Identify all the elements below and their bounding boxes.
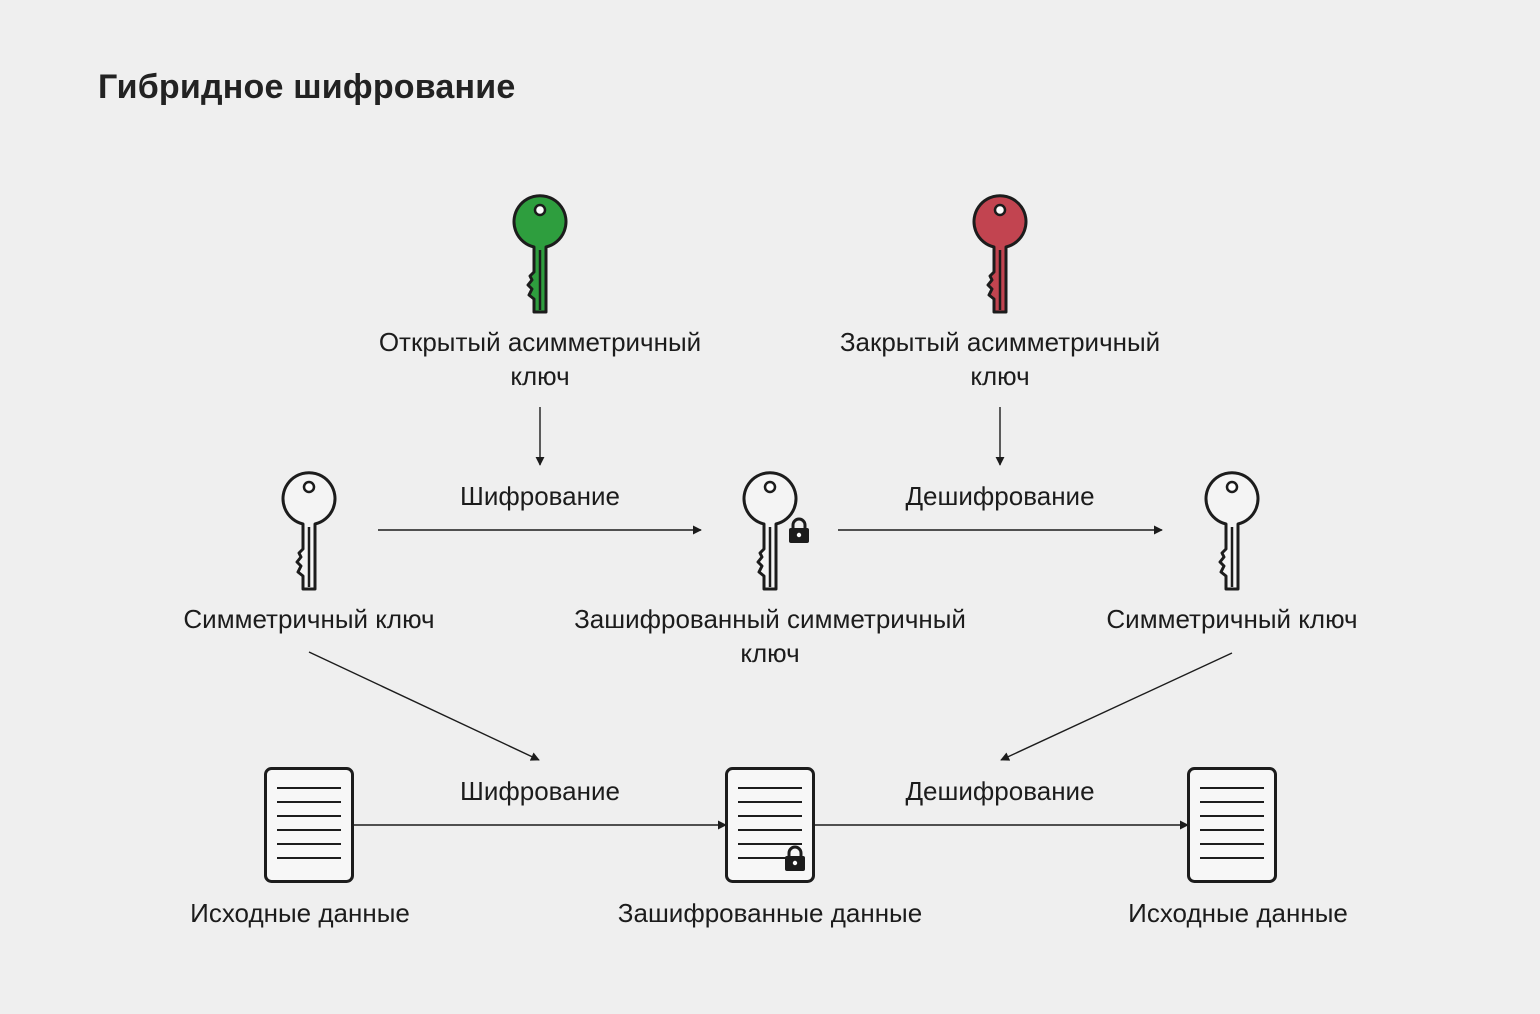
key-encrypt-label: Шифрование — [460, 481, 620, 511]
symmetric-key-right-icon — [1204, 471, 1260, 591]
source-document-left-icon — [264, 767, 354, 883]
key-decrypt-label: Дешифрование — [905, 481, 1095, 511]
symmetric-key-left-icon — [281, 471, 337, 591]
private-key-label: Закрытый асимметричный ключ — [800, 325, 1200, 393]
source-data-right-label: Исходные данные — [1128, 898, 1348, 928]
page-title: Гибридное шифрование — [98, 68, 516, 106]
source-data-left-label: Исходные данные — [190, 898, 410, 928]
private-key-label-line1: Закрытый асимметричный — [839, 327, 1161, 357]
encrypted-symmetric-key-icon — [742, 471, 798, 591]
data-encrypt-label: Шифрование — [460, 776, 620, 806]
data-decrypt-label: Дешифрование — [905, 776, 1095, 806]
symmetric-right-diagonal-arrow — [1000, 652, 1233, 761]
public-key-label: Открытый асимметричный ключ — [340, 325, 740, 393]
public-key-label-line1: Открытый асимметричный — [378, 327, 702, 357]
encrypted-symmetric-key-label: Зашифрованный симметричный ключ — [530, 602, 1010, 670]
public-key-label-line2: ключ — [510, 361, 570, 391]
private-key-label-line2: ключ — [970, 361, 1030, 391]
private-key-icon — [972, 194, 1028, 314]
symmetric-key-right-label: Симметричный ключ — [1106, 604, 1358, 634]
public-key-icon — [512, 194, 568, 314]
symmetric-left-diagonal-arrow — [308, 651, 540, 761]
key-lock-icon — [787, 517, 811, 545]
source-document-right-icon — [1187, 767, 1277, 883]
symmetric-key-left-label: Симметричный ключ — [183, 604, 435, 634]
encrypted-symmetric-key-label-line2: ключ — [740, 638, 800, 668]
encrypted-symmetric-key-label-line1: Зашифрованный симметричный — [574, 604, 966, 634]
encrypted-data-label: Зашифрованные данные — [617, 898, 923, 928]
